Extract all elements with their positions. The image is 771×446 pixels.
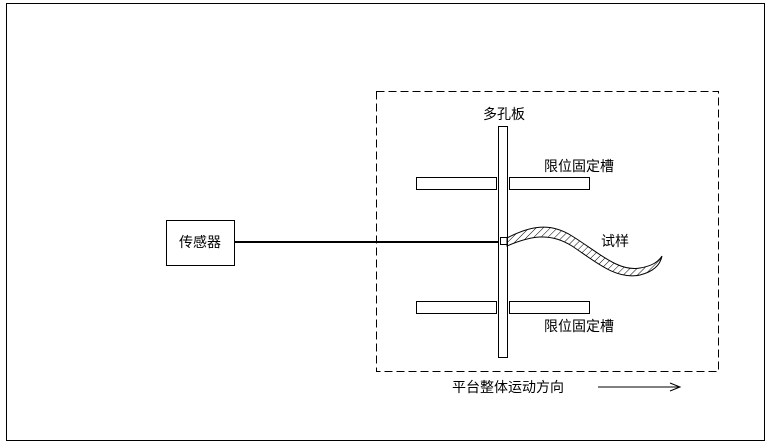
limit-slot-top-label: 限位固定槽: [544, 159, 614, 175]
limit-slot-bottom-left: [416, 301, 497, 314]
specimen-clamp: [500, 237, 508, 245]
motion-direction-label: 平台整体运动方向: [452, 380, 564, 396]
platform-dashed-box: [376, 91, 719, 372]
sensor-label: 传感器: [179, 234, 221, 251]
motion-direction-arrow-head: [669, 382, 682, 392]
limit-slot-bottom-label: 限位固定槽: [544, 319, 614, 335]
porous-plate-label: 多孔板: [483, 106, 525, 123]
limit-slot-bottom-right: [509, 301, 590, 314]
specimen-shape: [506, 226, 663, 277]
limit-slot-top-left: [416, 177, 497, 190]
specimen-label: 试样: [601, 234, 629, 250]
limit-slot-top-right: [509, 177, 590, 190]
outer-frame: [6, 3, 765, 441]
sensor-box: [166, 220, 235, 266]
